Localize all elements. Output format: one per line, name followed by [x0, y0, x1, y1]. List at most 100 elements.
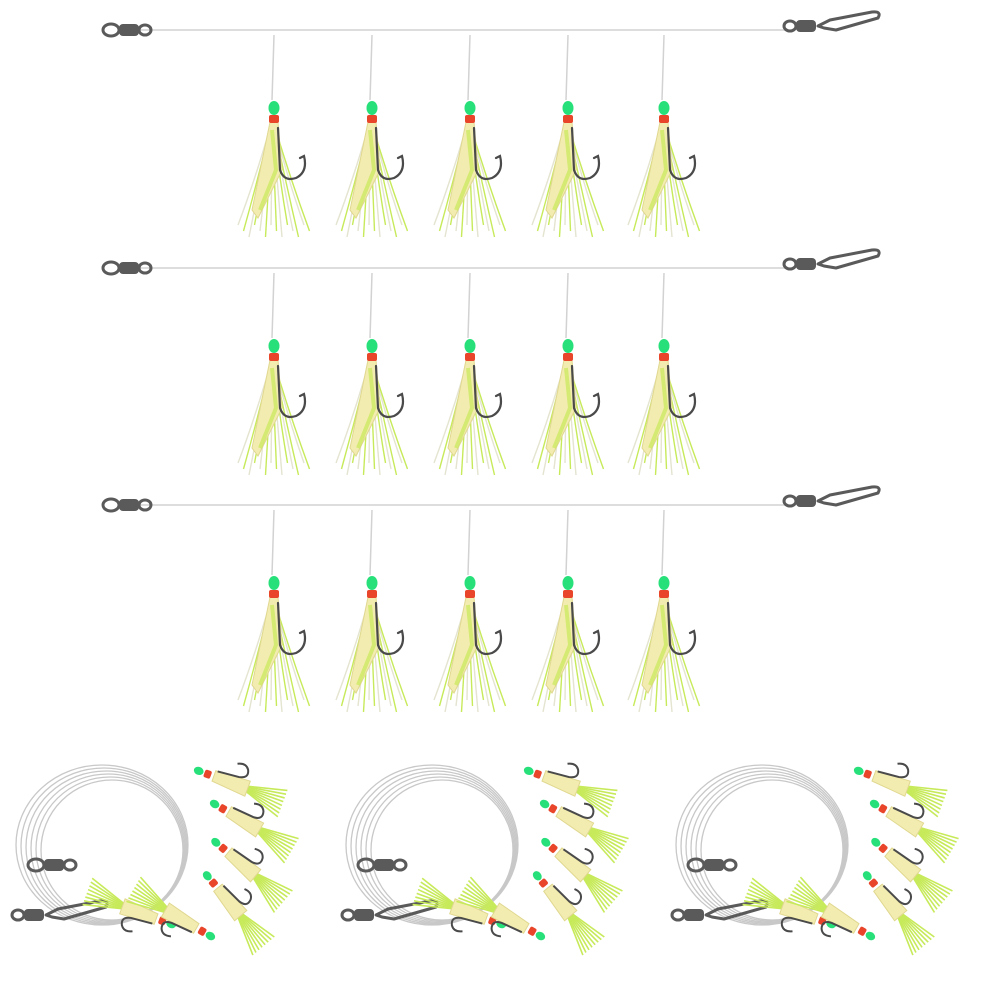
- coiled-rig: [10, 762, 299, 956]
- red-bead: [465, 353, 475, 361]
- hook-icon: [570, 601, 601, 656]
- glow-bead: [202, 871, 212, 881]
- hook-fly: [335, 509, 409, 713]
- glow-bead: [268, 576, 280, 590]
- red-bead: [269, 353, 279, 361]
- red-bead: [659, 353, 669, 361]
- hook-icon: [217, 762, 250, 779]
- hook-fly: [433, 272, 507, 476]
- red-bead: [548, 804, 558, 814]
- glow-bead: [464, 101, 476, 115]
- glow-bead: [869, 799, 880, 809]
- red-bead: [548, 843, 558, 853]
- coil-loop: [20, 767, 188, 925]
- hook-icon: [547, 762, 580, 779]
- glow-bead: [268, 101, 280, 115]
- glow-bead: [871, 837, 881, 847]
- skirt-body: [543, 883, 578, 922]
- red-bead: [367, 353, 377, 361]
- coiled-fly: [456, 876, 546, 941]
- red-bead: [218, 843, 228, 853]
- hook-icon: [562, 847, 594, 865]
- coil-loop: [15, 764, 189, 926]
- glow-bead: [658, 101, 670, 115]
- snap-swivel-icon: [782, 10, 881, 33]
- snap-swivel-icon: [782, 248, 881, 271]
- hook-icon: [276, 601, 307, 656]
- coiled-fly: [786, 876, 876, 941]
- hook-icon: [552, 885, 583, 906]
- hook-icon: [222, 885, 253, 906]
- coil-loop: [690, 773, 846, 923]
- glow-bead: [464, 576, 476, 590]
- red-bead: [659, 590, 669, 598]
- hook-icon: [472, 364, 503, 419]
- dropper-line: [467, 509, 471, 576]
- dropper-line: [369, 272, 373, 339]
- swivel-icon: [101, 497, 153, 513]
- coil-loop: [680, 767, 848, 925]
- coil-loop: [350, 767, 518, 925]
- red-bead: [197, 926, 207, 936]
- skirt-body: [885, 806, 925, 838]
- coil-loop: [370, 779, 514, 921]
- coiled-fly: [539, 799, 629, 864]
- glow-bead: [658, 339, 670, 353]
- skirt-body: [490, 902, 530, 934]
- coiled-fly: [862, 871, 935, 956]
- straight-rig: [101, 10, 881, 238]
- glow-bead: [865, 931, 876, 941]
- coiled-fly: [126, 876, 216, 941]
- glow-bead: [268, 339, 280, 353]
- skirt-body: [884, 847, 922, 883]
- hook-fly: [335, 272, 409, 476]
- dropper-line: [467, 34, 471, 101]
- glow-bead: [211, 837, 221, 847]
- coiled-fly: [541, 837, 623, 913]
- glow-bead: [562, 339, 574, 353]
- hook-icon: [892, 847, 924, 865]
- red-bead: [465, 590, 475, 598]
- coiled-rigs: [10, 762, 959, 956]
- hook-icon: [374, 601, 405, 656]
- red-bead: [527, 926, 537, 936]
- red-bead: [269, 115, 279, 123]
- hook-icon: [232, 802, 265, 819]
- hook-fly: [433, 34, 507, 238]
- skirt-body: [873, 883, 908, 922]
- hook-fly: [433, 509, 507, 713]
- red-bead: [203, 769, 212, 779]
- skirt-body: [224, 847, 262, 883]
- coiled-rig: [340, 762, 629, 956]
- coil-loop: [40, 779, 184, 921]
- dropper-line: [369, 509, 373, 576]
- glow-bead: [539, 799, 550, 809]
- red-bead: [659, 115, 669, 123]
- coil-loop: [355, 770, 517, 924]
- red-bead: [367, 115, 377, 123]
- dropper-line: [369, 34, 373, 101]
- coil-loop: [25, 770, 187, 924]
- hook-icon: [160, 921, 193, 938]
- hook-icon: [276, 126, 307, 181]
- hook-fly: [627, 509, 701, 713]
- red-bead: [563, 353, 573, 361]
- hook-icon: [562, 802, 595, 819]
- coiled-fly: [871, 837, 953, 913]
- coil-loop: [700, 779, 844, 921]
- straight-rig: [101, 485, 881, 713]
- skirt-body: [555, 806, 595, 838]
- red-bead: [218, 804, 228, 814]
- red-bead: [863, 769, 872, 779]
- glow-bead: [366, 339, 378, 353]
- swivel-icon: [686, 857, 738, 873]
- coil-loop: [685, 770, 847, 924]
- red-bead: [208, 878, 218, 888]
- hook-fly: [237, 509, 311, 713]
- glow-bead: [562, 576, 574, 590]
- dropper-line: [661, 34, 665, 101]
- skirt-body: [820, 902, 860, 934]
- dropper-line: [661, 272, 665, 339]
- coiled-fly: [523, 762, 618, 818]
